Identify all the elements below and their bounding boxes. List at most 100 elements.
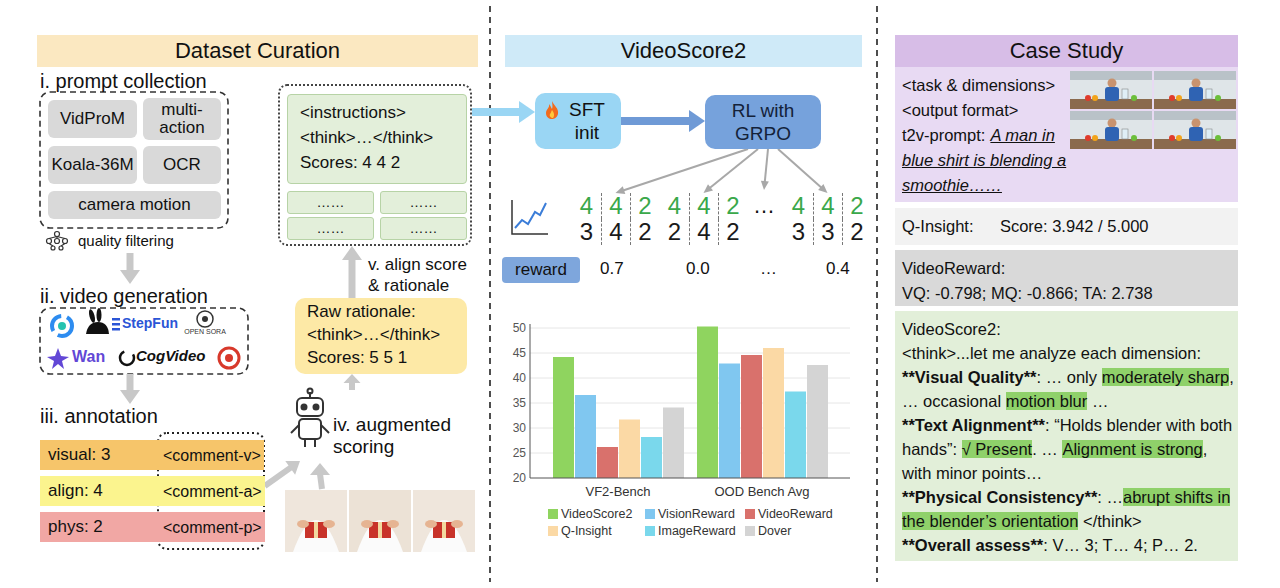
connector-line bbox=[623, 149, 748, 190]
flow-arrow bbox=[310, 463, 330, 475]
paragraph: **Text Alignment**: “Holds blender with … bbox=[902, 413, 1234, 485]
step-heading: v. align score & rationale bbox=[368, 254, 478, 296]
chart-bars bbox=[553, 327, 828, 479]
box-label: <think>…</think> bbox=[307, 325, 440, 345]
score-sample: 442342 bbox=[572, 193, 659, 248]
logo-text: StepFun bbox=[122, 315, 178, 332]
data-container: <instructions><think>…</think>Scores: 4 … bbox=[278, 84, 472, 246]
group-outline bbox=[40, 308, 248, 374]
legend-text: VideoReward bbox=[758, 506, 833, 522]
legend-text: VisionReward bbox=[658, 506, 735, 522]
trend-icon bbox=[515, 203, 546, 228]
video-frames bbox=[1154, 71, 1236, 109]
model-logo bbox=[112, 323, 120, 326]
box-label: VidProM bbox=[60, 109, 125, 129]
text-run: **Visual Quality** bbox=[902, 368, 1037, 386]
result-box: VideoReward: VQ: -0.798; MQ: -0.866; TA: … bbox=[895, 250, 1238, 306]
box-label: SFT init bbox=[561, 98, 613, 144]
comment-outline bbox=[158, 433, 264, 549]
prompt-box: <task & dimensions><output format>t2v-pr… bbox=[895, 67, 1238, 202]
text-run: moderately sharp bbox=[1102, 368, 1229, 386]
ellipsis: … bbox=[748, 190, 780, 222]
score-digit: 4 bbox=[784, 193, 813, 219]
source-box: camera motion bbox=[48, 191, 221, 219]
axis-tick: 35 bbox=[500, 396, 526, 410]
box-label: <instructions> bbox=[300, 103, 406, 123]
paragraph: VideoScore2: bbox=[902, 317, 1234, 341]
paragraph: **Physical Consistency**: …abrupt shifts… bbox=[902, 485, 1234, 533]
chart-bars bbox=[597, 447, 618, 478]
connector bbox=[472, 101, 535, 123]
score-digit: 2 bbox=[842, 219, 871, 245]
text-run: <think>...let me analyze each dimension: bbox=[902, 344, 1201, 362]
connector bbox=[265, 461, 300, 486]
axis-tick: 25 bbox=[500, 446, 526, 460]
video-frames bbox=[413, 490, 475, 552]
step-heading: iv. augmented scoring bbox=[333, 414, 475, 458]
connector-line bbox=[765, 149, 768, 182]
paragraph: VQ: -0.798; MQ: -0.866; TA: 2.738 bbox=[902, 281, 1232, 306]
reward-value: 0.0 bbox=[686, 259, 710, 279]
score-digit: 4 bbox=[689, 193, 718, 219]
box-label: Scores: 5 5 1 bbox=[307, 348, 407, 368]
connector-line bbox=[710, 149, 758, 188]
sample-box: …… bbox=[380, 191, 467, 214]
box-label: … bbox=[753, 193, 775, 219]
step-heading: i. prompt collection bbox=[40, 69, 207, 93]
paragraph: **Visual Quality**: … onlymoderately sha… bbox=[902, 365, 1234, 413]
step-heading: iii. annotation bbox=[40, 404, 158, 428]
axis-category: OOD Bench Avg bbox=[702, 484, 822, 500]
connector-line bbox=[778, 149, 822, 188]
chart-bars bbox=[641, 437, 662, 478]
robot-icon bbox=[314, 439, 316, 447]
filter-icon bbox=[55, 232, 60, 237]
flow-arrow bbox=[310, 463, 330, 489]
model-logo bbox=[202, 316, 208, 322]
text-run: : V… 3; T… 4; P… 2. bbox=[1043, 536, 1198, 554]
text-run: t2v-prompt: bbox=[902, 126, 985, 144]
chart-bars bbox=[663, 408, 684, 479]
connector bbox=[621, 110, 705, 132]
connector-line bbox=[127, 374, 134, 391]
model-logo bbox=[47, 308, 239, 369]
model-logo bbox=[52, 316, 72, 336]
connector bbox=[342, 246, 362, 298]
chart-bars bbox=[553, 357, 574, 478]
connector bbox=[120, 374, 140, 404]
chart-bars bbox=[763, 348, 784, 478]
chart-grid bbox=[530, 353, 850, 354]
model-logo bbox=[112, 328, 120, 331]
paragraph: VideoReward: bbox=[902, 256, 1232, 281]
connector-line bbox=[349, 259, 356, 298]
box-label: Raw rationale: bbox=[307, 302, 416, 322]
score-row: align: 4<comment-a> bbox=[40, 476, 265, 506]
text-run: VideoReward: bbox=[902, 259, 1005, 277]
text-run: : … only bbox=[1037, 368, 1098, 386]
paragraph: <task & dimensions> bbox=[902, 73, 1068, 98]
result-box: Q-Insight:Score: 3.942 / 5.000 bbox=[895, 208, 1238, 245]
robot-icon bbox=[304, 439, 306, 447]
step-group: iii. annotation visual: 3<comment-v> align… bbox=[38, 404, 266, 550]
video-frames bbox=[1070, 71, 1236, 149]
box-label: multi-action bbox=[147, 101, 217, 137]
score-digit: 3 bbox=[784, 219, 813, 245]
legend-swatch bbox=[745, 526, 755, 536]
box-label: <comment-p> bbox=[163, 518, 262, 537]
box-label: Dataset Curation bbox=[175, 38, 340, 64]
box-label: …… bbox=[410, 220, 438, 237]
score-digit: 3 bbox=[572, 219, 601, 245]
box-label: camera motion bbox=[78, 195, 190, 215]
score-digit: 2 bbox=[718, 219, 747, 245]
model-logo bbox=[58, 322, 66, 330]
step-heading: ii. video generation bbox=[40, 284, 208, 308]
robot-icon bbox=[314, 405, 319, 410]
box-label: …… bbox=[317, 220, 345, 237]
model-logo bbox=[97, 308, 102, 322]
score-row: visual: 3<comment-v> bbox=[40, 440, 264, 470]
model-logo bbox=[88, 309, 96, 324]
legend-text: Q-Insight bbox=[561, 523, 612, 539]
video-frames bbox=[451, 520, 463, 528]
text-run: **Physical Consistency** bbox=[902, 488, 1097, 506]
paragraph: t2v-prompt:A man in blue shirt is blendi… bbox=[902, 123, 1068, 198]
